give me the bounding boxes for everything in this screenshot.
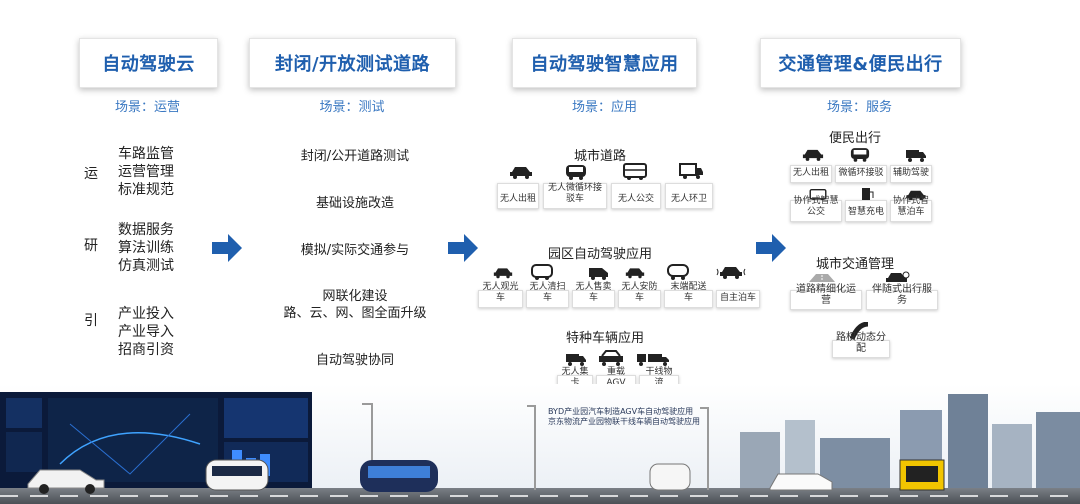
- charging-icon: [862, 188, 874, 202]
- card-smart-parking: 协作式智慧泊车: [890, 196, 932, 222]
- header-testing: 封闭/开放测试道路: [249, 38, 456, 88]
- test-item-5: 路、云、网、图全面升级: [283, 306, 427, 321]
- agv-icon: [599, 350, 623, 366]
- card-last-mile: 末端配送车: [664, 282, 713, 308]
- traffic-row-1: 道路精细化运营 伴随式出行服务: [790, 284, 938, 310]
- cloud-tag-yin: 引: [84, 313, 98, 329]
- cloud-line: 标准规范: [118, 182, 174, 198]
- cloud-tag-yan: 研: [84, 238, 98, 254]
- truck-icon: [906, 150, 926, 162]
- scene-service: 场景：服务: [826, 100, 892, 115]
- traffic-title: 城市交通管理: [815, 257, 894, 272]
- card-micro-shuttle: 无人微循环接驳车: [543, 183, 607, 209]
- header-service: 交通管理&便民出行: [760, 38, 961, 88]
- arrow-right-icon: [756, 234, 786, 262]
- card-companion-service: 伴随式出行服务: [866, 284, 938, 310]
- shuttle-icon: [531, 264, 553, 280]
- road-icon: [809, 274, 835, 282]
- city-road-cards: 无人出租 无人微循环接驳车 无人公交 无人环卫: [497, 183, 713, 209]
- card-road-operation: 道路精细化运营: [790, 284, 862, 310]
- test-item-2: 基础设施改造: [315, 196, 394, 211]
- cloud-group-2: 数据服务 算法训练 仿真测试: [118, 221, 174, 275]
- sweeper-icon: [679, 163, 703, 179]
- card-smart-bus: 协作式智慧公交: [790, 196, 842, 222]
- convenience-row-2: 协作式智慧公交 智慧充电 协作式智慧泊车: [790, 196, 932, 222]
- cloud-group-3: 产业投入 产业导入 招商引资: [118, 305, 174, 359]
- card-auto-parking: 自主泊车: [716, 290, 760, 308]
- card-robobus: 无人公交: [611, 183, 661, 209]
- test-item-4: 网联化建设: [322, 289, 388, 304]
- car-icon: [510, 167, 532, 179]
- cloud-line: 数据服务: [118, 222, 174, 238]
- scene-cloud: 场景：运营: [114, 100, 180, 115]
- cloud-line: 产业投入: [118, 306, 174, 322]
- cloud-line: 产业导入: [118, 324, 174, 340]
- cloud-line: 仿真测试: [118, 258, 174, 274]
- bottom-scene-illustration: [0, 384, 1080, 504]
- city-road-title: 城市道路: [573, 149, 626, 164]
- car-icon: [493, 268, 513, 279]
- convenience-title: 便民出行: [828, 131, 881, 146]
- arrow-right-icon: [212, 234, 242, 262]
- truck-icon: [566, 354, 586, 366]
- card-sightseeing: 无人观光车: [478, 282, 523, 308]
- card-micro-shuttle: 微循环接驳: [835, 165, 887, 183]
- cloud-line: 运营管理: [118, 164, 174, 180]
- card-sanitation: 无人环卫: [665, 183, 713, 209]
- test-item-3: 模拟/实际交通参与: [300, 243, 410, 258]
- park-title: 园区自动驾驶应用: [547, 247, 652, 262]
- bus-icon: [623, 163, 647, 180]
- header-application: 自动驾驶智慧应用: [512, 38, 697, 88]
- header-cloud: 自动驾驶云: [79, 38, 218, 88]
- delivery-icon: [667, 264, 689, 280]
- parking-car-icon: [716, 267, 746, 279]
- card-sweeper: 无人清扫车: [526, 282, 569, 308]
- van-icon: [589, 268, 608, 280]
- arrow-right-icon: [448, 234, 478, 262]
- convenience-row-1: 无人出租 微循环接驳 辅助驾驶: [790, 165, 932, 183]
- cloud-line: 车路监管: [118, 146, 174, 162]
- cloud-line: 招商引资: [118, 342, 174, 358]
- cloud-group-1: 车路监管 运营管理 标准规范: [118, 145, 174, 199]
- special-title: 特种车辆应用: [565, 331, 644, 346]
- test-item-1: 封闭/公开道路测试: [300, 149, 410, 164]
- car-icon: [625, 268, 645, 279]
- shuttle-icon: [566, 165, 586, 180]
- special-cards: 无人集卡 重载AGV 干线物流: [557, 367, 679, 393]
- cloud-line: 算法训练: [118, 240, 174, 256]
- car-icon: [802, 149, 824, 161]
- bottom-note-jd: 京东物流产业园物联干线车辆自动驾驶应用: [548, 417, 700, 426]
- cloud-tag-yun: 运: [84, 166, 98, 182]
- card-smart-charging: 智慧充电: [845, 200, 887, 222]
- shuttle-icon: [850, 148, 870, 162]
- logistics-truck-icon: [637, 354, 669, 366]
- test-item-6: 自动驾驶协同: [315, 353, 394, 368]
- card-robotaxi: 无人出租: [497, 183, 539, 209]
- card-vending: 无人售卖车: [572, 282, 615, 308]
- scene-testing: 场景：测试: [319, 100, 385, 115]
- card-robotaxi: 无人出租: [790, 165, 832, 183]
- card-security: 无人安防车: [618, 282, 661, 308]
- bottom-note-byd: BYD产业园汽车制造AGV车自动驾驶应用: [548, 407, 694, 416]
- road-allocation-icon: [850, 322, 869, 340]
- scene-application: 场景：应用: [571, 100, 637, 115]
- card-assisted-driving: 辅助驾驶: [890, 165, 932, 183]
- companion-car-icon: [886, 271, 910, 282]
- card-right-of-way: 路权动态分配: [832, 332, 890, 358]
- park-cards: 无人观光车 无人清扫车 无人售卖车 无人安防车 末端配送车 自主泊车: [478, 282, 760, 308]
